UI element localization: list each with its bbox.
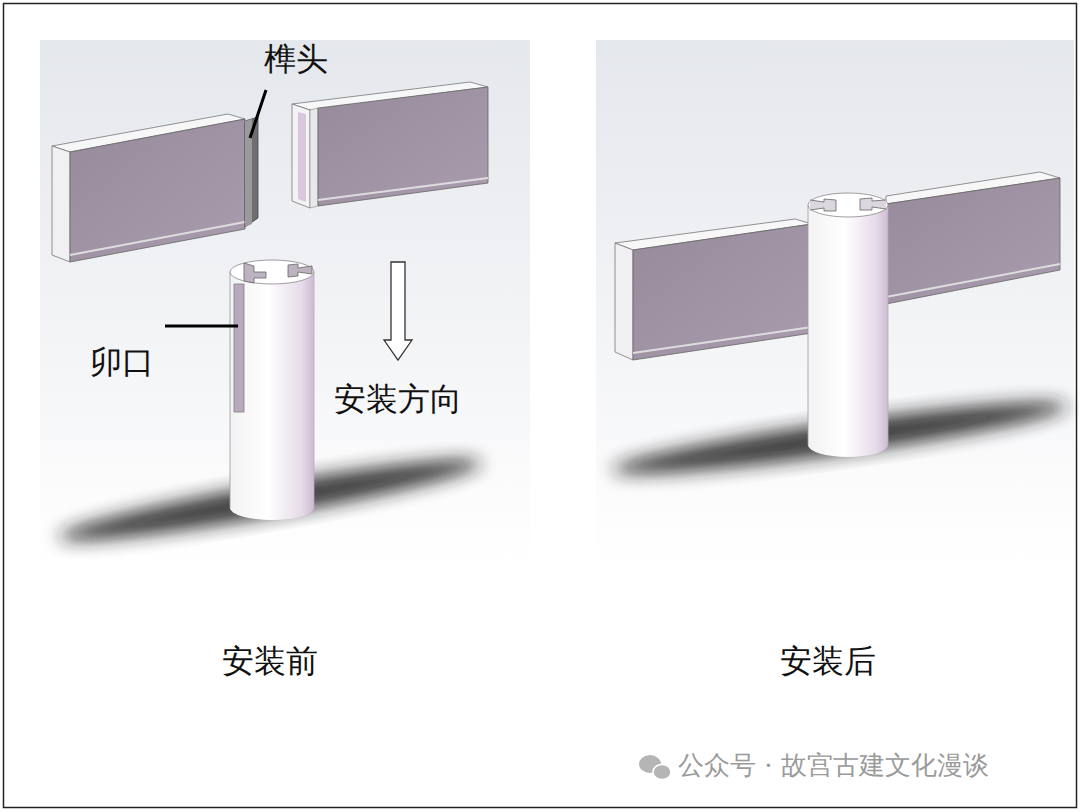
- panel-caption: 安装后: [780, 642, 876, 680]
- panel-ground: [596, 40, 1074, 565]
- beam: [292, 82, 488, 208]
- assembled-joint: [615, 172, 1060, 457]
- direction-label: 安装方向: [334, 380, 462, 418]
- panel-ground: [40, 40, 530, 565]
- beam-with-tenon: [52, 114, 258, 262]
- part-name: 榫头: [264, 40, 328, 78]
- frame: [4, 4, 1077, 808]
- leader-line: [250, 90, 266, 138]
- leader-line: [165, 325, 238, 328]
- panel-caption: 安装前: [222, 642, 318, 680]
- watermark: 公众号 · 故宫古建文化漫谈: [678, 750, 989, 781]
- part-name: 卯口: [90, 343, 154, 381]
- direction-arrow: [384, 262, 412, 360]
- wechat-icon: [639, 755, 671, 780]
- column: [230, 260, 314, 520]
